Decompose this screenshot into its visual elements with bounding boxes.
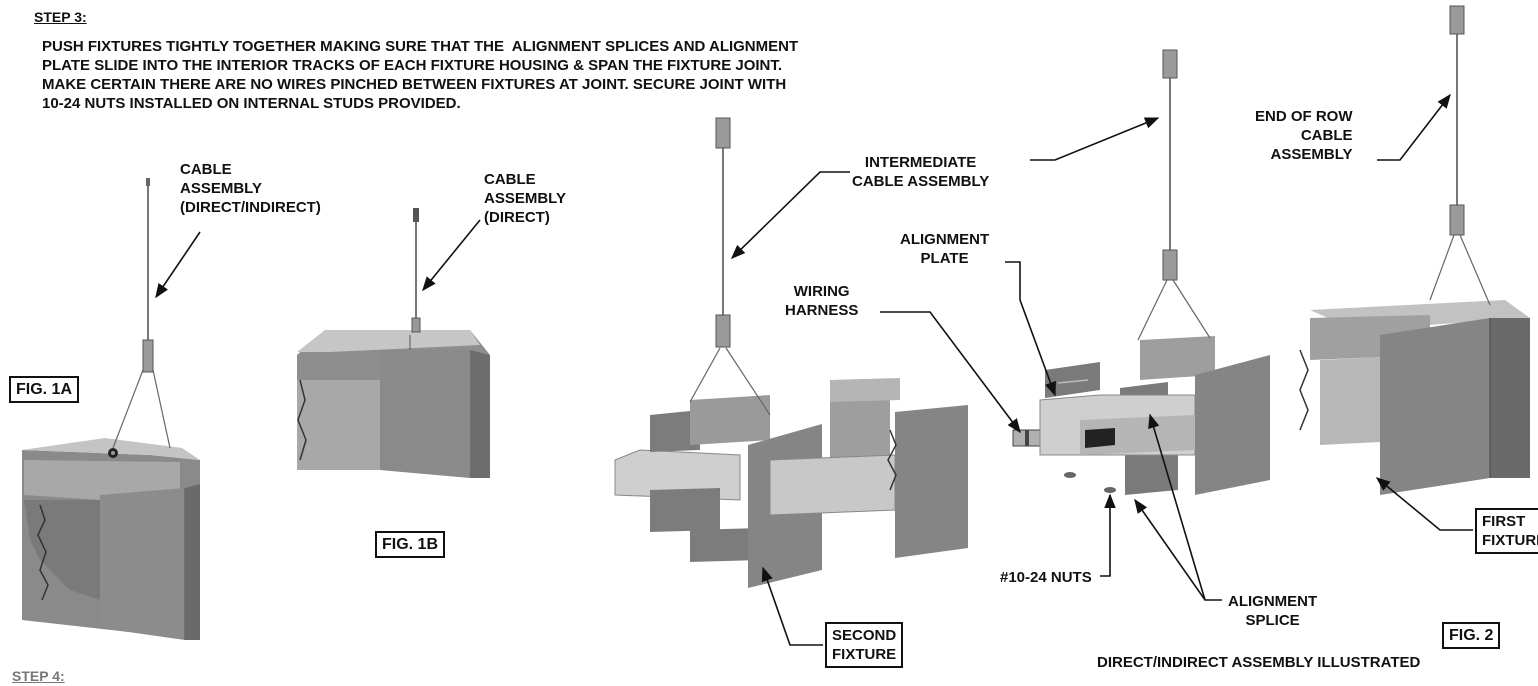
fig-1b-cable [411,208,421,333]
leader-lines [155,93,1473,646]
next-step-heading-partial: STEP 4: [12,668,65,684]
label-alignment-splice: ALIGNMENT SPLICE [1228,593,1318,629]
fig-1a-label: FIG. 1A [9,376,80,403]
first-fixture-cables [1137,5,1491,341]
label-second-fixture: SECOND FIXTURE [825,622,904,668]
fig-2-label: FIG. 2 [1442,622,1501,649]
instruction-line: PUSH FIXTURES TIGHTLY TOGETHER MAKING SU… [42,38,799,55]
label-nuts: #10-24 NUTS [1000,569,1092,586]
leader-cable-direct-indirect [155,231,201,299]
leader-cable-direct [422,219,481,292]
label-cable-assembly-direct-indirect: CABLE ASSEMBLY (DIRECT/INDIRECT) [180,161,321,216]
leader-second-fixture [761,566,823,646]
label-end-of-row-cable-assembly: END OF ROW CABLE ASSEMBLY [1255,108,1353,163]
fig-1a-cable [142,178,154,373]
instruction-line: MAKE CERTAIN THERE ARE NO WIRES PINCHED … [42,76,787,93]
label-alignment-plate: ALIGNMENT PLATE [900,231,990,267]
leader-splice-a [1134,498,1222,601]
instruction-line: PLATE SLIDE INTO THE INTERIOR TRACKS OF … [42,57,783,74]
label-first-fixture: FIRST FIXTURE [1475,508,1538,554]
second-fixture-housing [614,378,968,588]
instruction-line: 10-24 NUTS INSTALLED ON INTERNAL STUDS P… [42,95,461,112]
step-heading: STEP 3: [34,9,87,25]
first-fixture-housing [1039,300,1530,495]
leader-wiring-harness [880,311,1021,434]
leader-end-of-row [1377,93,1451,161]
fig-1b-label: FIG. 1B [375,531,446,558]
fig-1a-fixture [22,369,200,640]
leader-intermediate-right [1030,117,1160,161]
label-cable-assembly-direct: CABLE ASSEMBLY (DIRECT) [484,171,566,226]
leader-first-fixture [1375,477,1473,531]
label-intermediate-cable-assembly: INTERMEDIATE CABLE ASSEMBLY [852,154,990,190]
leader-splice-b [1148,413,1206,601]
leader-alignment-plate [1005,261,1056,397]
instructions-block: PUSH FIXTURES TIGHTLY TOGETHER MAKING SU… [42,37,798,113]
leader-intermediate-left [730,171,850,260]
leader-nuts [1100,493,1116,577]
alignment-plate-part [1045,362,1100,398]
intermediate-cable [689,117,771,416]
figure-caption: DIRECT/INDIRECT ASSEMBLY ILLUSTRATED [1097,654,1421,671]
label-wiring-harness: WIRING HARNESS [785,283,859,319]
fig-1b-fixture [297,330,490,478]
